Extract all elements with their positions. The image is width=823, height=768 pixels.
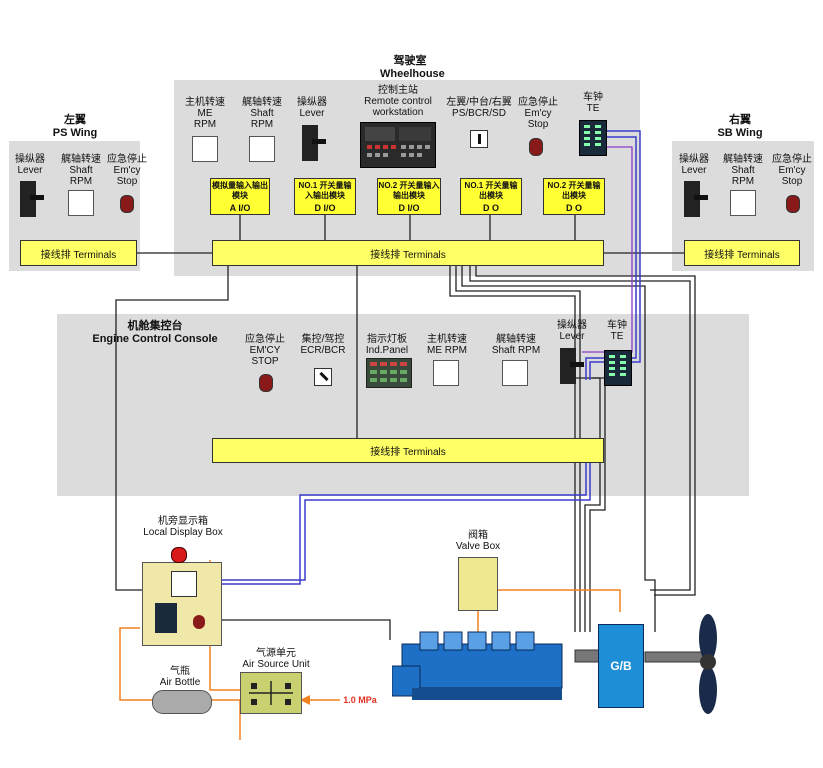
- ecc-emcy-stop-label: 应急停止 EM'CY STOP: [245, 334, 285, 367]
- wh-shaft-rpm-label: 艉轴转速 Shaft RPM: [242, 97, 282, 130]
- sb-emcy-stop-label: 应急停止 Em'cy Stop: [772, 154, 812, 187]
- ps-shaft-rpm-gauge-icon: [68, 190, 94, 216]
- ecc-shaft-rpm-label: 艉轴转速 Shaft RPM: [491, 334, 541, 356]
- local-box-panel-icon: [155, 603, 177, 633]
- wh-lever-label: 操纵器 Lever: [297, 97, 327, 119]
- local-box-alarm-light-icon: [171, 547, 187, 563]
- wh-terminals-label: 接线排 Terminals: [370, 249, 446, 261]
- sb-wing-title: 右翼 SB Wing: [717, 114, 763, 139]
- valve-box-icon: [458, 557, 498, 611]
- air-source-unit-icon: [240, 672, 302, 714]
- local-display-box: [142, 547, 222, 646]
- ps-terminals-label: 接线排 Terminals: [40, 249, 117, 261]
- wh-selector-label: 左翼/中台/右翼 PS/BCR/SD: [446, 97, 512, 119]
- ecc-ecr-bcr-label: 集控/驾控 ECR/BCR: [300, 334, 346, 356]
- sb-terminals-label: 接线排 Terminals: [704, 249, 780, 261]
- wh-control-station-label: 控制主站 Remote control workstation: [364, 85, 432, 118]
- wh-selector-switch-icon[interactable]: [470, 130, 488, 148]
- sb-terminals-bar: 接线排 Terminals: [684, 240, 800, 266]
- wh-terminals-bar: 接线排 Terminals: [212, 240, 604, 266]
- ps-emcy-stop-label: 应急停止 Em'cy Stop: [107, 154, 147, 187]
- gearbox-icon: G/B: [598, 624, 644, 708]
- ecc-terminals-label: 接线排 Terminals: [370, 447, 446, 458]
- ecc-ind-panel-label: 指示灯板 Ind.Panel: [365, 334, 409, 356]
- propeller-icon: [690, 612, 726, 716]
- wh-lever-icon[interactable]: [302, 125, 326, 161]
- wh-me-rpm-label: 主机转速 ME RPM: [185, 97, 225, 130]
- ecc-terminals-bar: 接线排 Terminals: [212, 438, 604, 463]
- ecc-lever-icon[interactable]: [560, 348, 584, 384]
- ecc-shaft-rpm-gauge-icon: [502, 360, 528, 386]
- wh-telegraph-icon[interactable]: [579, 120, 607, 156]
- ps-emcy-stop-button[interactable]: [120, 195, 134, 213]
- ps-terminals-bar: 接线排 Terminals: [20, 240, 137, 266]
- wh-me-rpm-gauge-icon: [192, 136, 218, 162]
- wh-emcy-stop-label: 应急停止 Em'cy Stop: [518, 97, 558, 130]
- ps-lever-label: 操纵器 Lever: [15, 154, 45, 176]
- ecc-indicator-panel-icon: [366, 358, 412, 388]
- ecc-te-label: 车钟 TE: [607, 320, 627, 342]
- wh-shaft-rpm-gauge-icon: [249, 136, 275, 162]
- ecc-lever-label: 操纵器 Lever: [557, 320, 587, 342]
- sb-lever-label: 操纵器 Lever: [679, 154, 709, 176]
- ps-shaft-rpm-label: 艉轴转速 Shaft RPM: [61, 154, 101, 187]
- sb-shaft-rpm-gauge-icon: [730, 190, 756, 216]
- local-box-gauge-icon: [171, 571, 197, 597]
- sb-lever-icon[interactable]: [684, 181, 708, 217]
- air-source-unit-label: 气源单元 Air Source Unit: [242, 648, 310, 670]
- ecc-telegraph-icon[interactable]: [604, 350, 632, 386]
- local-display-box-label: 机旁显示箱 Local Display Box: [143, 516, 223, 538]
- supply-pressure-label: 1.0 MPa: [343, 695, 377, 705]
- main-engine-icon: [391, 626, 570, 706]
- remote-control-workstation-icon: [360, 122, 436, 168]
- air-bottle-label: 气瓶 Air Bottle: [159, 666, 201, 688]
- ecc-ecr-bcr-switch-icon[interactable]: [314, 368, 332, 386]
- ecc-me-rpm-gauge-icon: [433, 360, 459, 386]
- wh-emcy-stop-button[interactable]: [529, 138, 543, 156]
- sb-emcy-stop-button[interactable]: [786, 195, 800, 213]
- wheelhouse-title: 驾驶室 Wheelhouse: [380, 55, 445, 80]
- ecc-zone: [57, 314, 749, 496]
- ps-wing-title: 左翼 PS Wing: [52, 114, 98, 139]
- sb-shaft-rpm-label: 艉轴转速 Shaft RPM: [723, 154, 763, 187]
- ecc-title: 机舱集控台 Engine Control Console: [92, 320, 218, 345]
- air-bottle-icon: [152, 690, 212, 714]
- wh-te-label: 车钟 TE: [583, 92, 603, 114]
- ecc-me-rpm-label: 主机转速 ME RPM: [427, 334, 467, 356]
- valve-box-label: 阀箱 Valve Box: [455, 530, 501, 552]
- local-box-stop-icon: [193, 615, 205, 629]
- gearbox-label: G/B: [610, 659, 632, 673]
- ecc-emcy-stop-button[interactable]: [259, 374, 273, 392]
- ps-lever-icon[interactable]: [20, 181, 44, 217]
